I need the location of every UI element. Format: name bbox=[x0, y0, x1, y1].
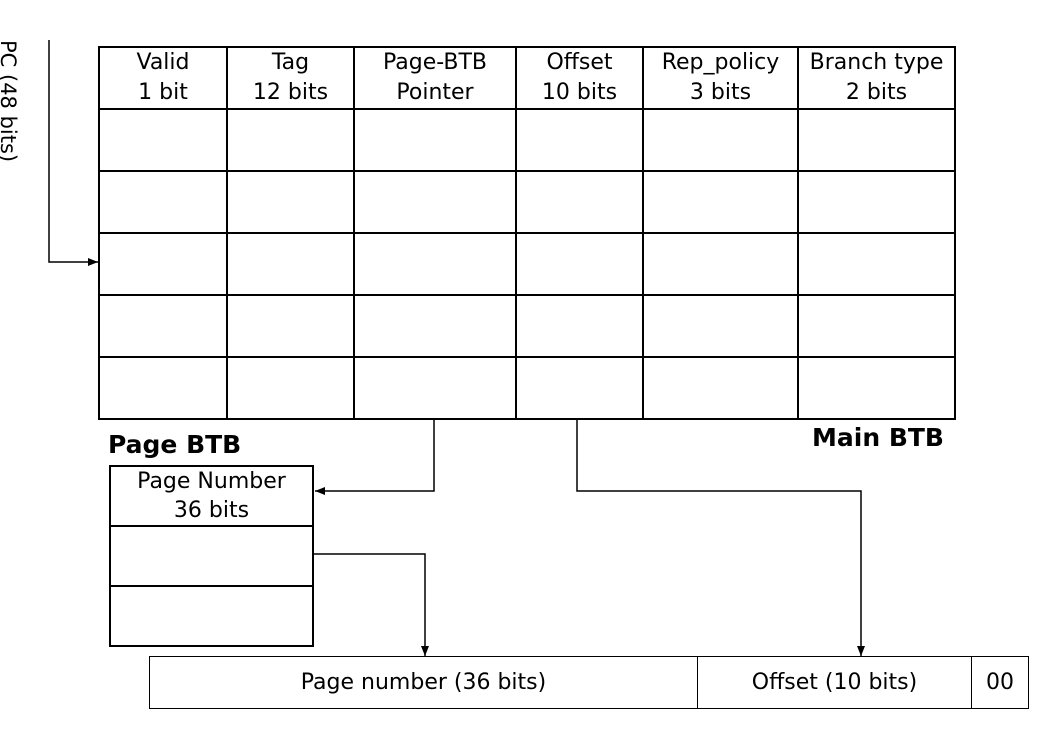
table-cell bbox=[353, 232, 517, 296]
column-size: Pointer bbox=[396, 80, 474, 105]
table-cell bbox=[797, 356, 956, 420]
table-cell bbox=[797, 232, 956, 296]
table-cell bbox=[642, 356, 799, 420]
table-cell bbox=[353, 356, 517, 420]
table-cell bbox=[109, 525, 314, 587]
column-branch-type: Branch type 2 bits bbox=[797, 46, 956, 110]
table-cell bbox=[642, 294, 799, 358]
column-name: Page Number bbox=[137, 469, 286, 494]
address-offset-field: Offset (10 bits) bbox=[698, 657, 972, 708]
main-btb-entry-row bbox=[98, 108, 956, 172]
column-size: 2 bits bbox=[845, 80, 908, 105]
table-cell bbox=[642, 232, 799, 296]
target-address: Page number (36 bits) Offset (10 bits) 0… bbox=[149, 656, 1029, 709]
offset-to-address-arrow bbox=[576, 420, 865, 656]
column-rep-policy: Rep_policy 3 bits bbox=[642, 46, 799, 110]
main-btb-entry-row bbox=[98, 356, 956, 420]
table-cell bbox=[226, 170, 355, 234]
table-cell bbox=[98, 294, 228, 358]
column-offset: Offset 10 bits bbox=[515, 46, 644, 110]
pc-to-main-btb-arrow bbox=[48, 40, 98, 266]
table-cell bbox=[642, 170, 799, 234]
column-size: 3 bits bbox=[689, 80, 752, 105]
table-cell bbox=[98, 232, 228, 296]
table-cell bbox=[226, 294, 355, 358]
column-size: 36 bits bbox=[173, 498, 250, 523]
column-size: 12 bits bbox=[252, 80, 329, 105]
pointer-to-page-btb-arrow bbox=[315, 420, 435, 495]
page-btb-header-row: Page Number 36 bits bbox=[109, 465, 314, 527]
column-name: Rep_policy bbox=[661, 50, 780, 75]
table-cell bbox=[98, 356, 228, 420]
table-cell bbox=[353, 294, 517, 358]
main-btb-entry-row bbox=[98, 294, 956, 358]
table-cell bbox=[515, 356, 644, 420]
column-page-btb-pointer: Page-BTB Pointer bbox=[353, 46, 517, 110]
main-btb-table: Valid 1 bit Tag 12 bits Page-BTB Pointer… bbox=[98, 46, 956, 420]
column-size: 1 bit bbox=[138, 80, 188, 105]
main-btb-entry-row bbox=[98, 232, 956, 296]
column-valid: Valid 1 bit bbox=[98, 46, 228, 110]
table-cell bbox=[515, 108, 644, 172]
page-btb-entry-row bbox=[109, 585, 314, 647]
table-cell bbox=[515, 232, 644, 296]
table-cell bbox=[797, 294, 956, 358]
column-name: Offset bbox=[546, 50, 613, 75]
column-name: Branch type bbox=[809, 50, 944, 75]
table-cell bbox=[797, 108, 956, 172]
address-low-bits-field: 00 bbox=[986, 670, 1014, 695]
pc-label: PC (48 bits) bbox=[0, 40, 20, 163]
table-cell bbox=[109, 585, 314, 647]
main-btb-header-row: Valid 1 bit Tag 12 bits Page-BTB Pointer… bbox=[98, 46, 956, 110]
page-entry-to-address-arrow bbox=[314, 553, 429, 656]
address-page-number-field: Page number (36 bits) bbox=[150, 657, 698, 708]
page-btb-table: Page Number 36 bits bbox=[109, 465, 314, 647]
table-cell bbox=[226, 356, 355, 420]
column-name: Tag bbox=[271, 50, 310, 75]
table-cell bbox=[797, 170, 956, 234]
column-tag: Tag 12 bits bbox=[226, 46, 355, 110]
table-cell bbox=[226, 108, 355, 172]
column-name: Page-BTB bbox=[382, 50, 488, 75]
table-cell bbox=[98, 170, 228, 234]
page-btb-entry-row bbox=[109, 525, 314, 587]
table-cell bbox=[353, 108, 517, 172]
column-name: Valid bbox=[136, 50, 190, 75]
table-cell bbox=[98, 108, 228, 172]
page-number-column: Page Number 36 bits bbox=[109, 465, 314, 527]
table-cell bbox=[642, 108, 799, 172]
table-cell bbox=[515, 170, 644, 234]
table-cell bbox=[515, 294, 644, 358]
main-btb-entry-row bbox=[98, 170, 956, 234]
column-size: 10 bits bbox=[541, 80, 618, 105]
table-cell bbox=[353, 170, 517, 234]
table-cell bbox=[226, 232, 355, 296]
page-btb-title: Page BTB bbox=[108, 430, 242, 459]
main-btb-title: Main BTB bbox=[812, 423, 944, 452]
